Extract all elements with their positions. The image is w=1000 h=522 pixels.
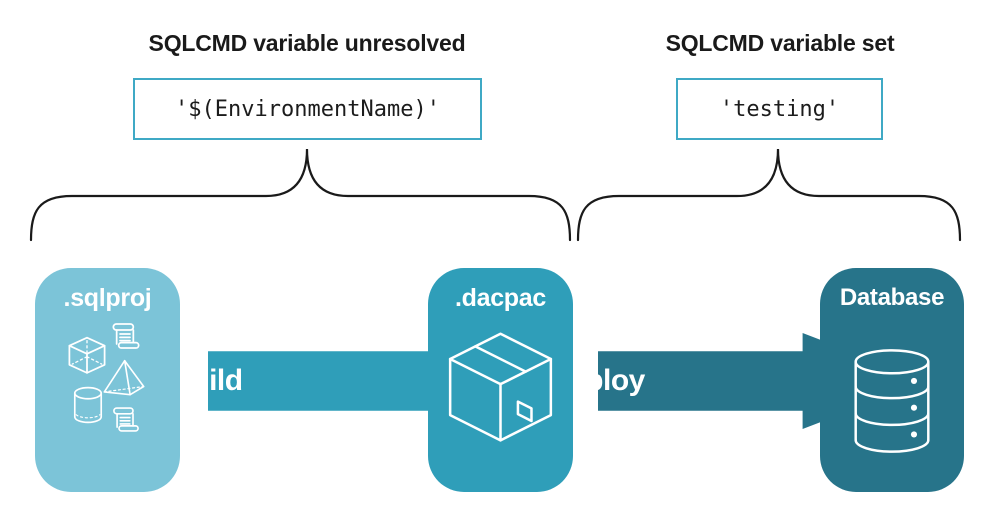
cube-icon xyxy=(68,336,106,374)
left-brace xyxy=(29,148,572,242)
code-value-unresolved: '$(EnvironmentName)' xyxy=(175,96,440,122)
deploy-arrow-label: deploy xyxy=(551,364,645,397)
card-dacpac: .dacpac xyxy=(428,268,573,492)
card-database-label: Database xyxy=(839,284,945,311)
card-dacpac-label: .dacpac xyxy=(454,284,546,312)
right-brace xyxy=(576,148,962,242)
heading-sqlcmd-unresolved: SQLCMD variable unresolved xyxy=(148,30,466,56)
code-value-set: 'testing' xyxy=(719,96,840,122)
card-sqlproj-label: .sqlproj xyxy=(63,284,152,312)
cylinder-icon xyxy=(73,386,103,424)
card-sqlproj: .sqlproj xyxy=(35,268,180,492)
scroll-icon xyxy=(113,407,139,432)
package-box-icon xyxy=(448,332,553,442)
build-arrow-label: build xyxy=(173,364,243,397)
scroll-icon xyxy=(112,323,140,349)
heading-sqlcmd-set: SQLCMD variable set xyxy=(665,30,895,56)
card-database: Database xyxy=(820,268,964,492)
code-box-testing-value: 'testing' xyxy=(676,78,883,140)
pyramid-icon xyxy=(103,359,145,396)
code-box-environment-variable: '$(EnvironmentName)' xyxy=(133,78,482,140)
database-cylinder-icon xyxy=(854,349,930,453)
